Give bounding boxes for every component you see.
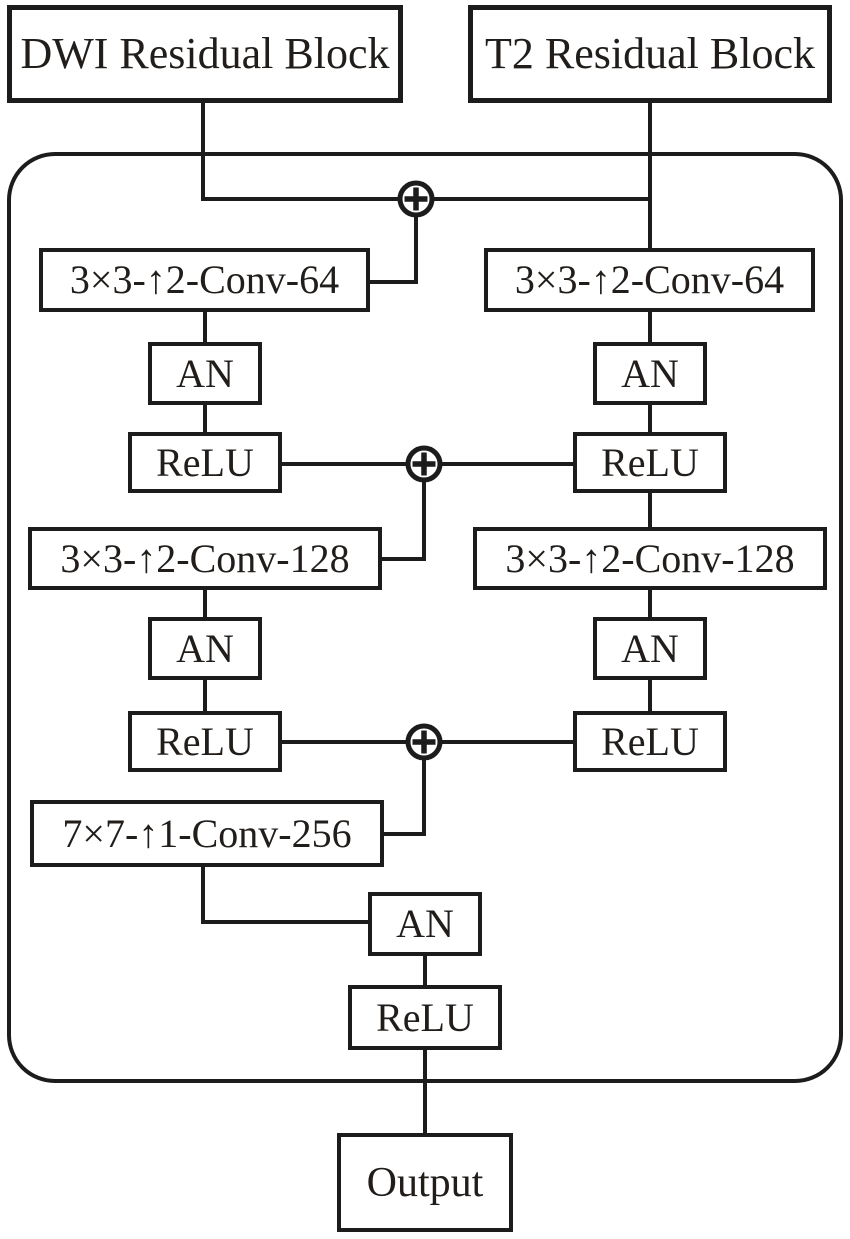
node-relu-final: ReLU: [348, 985, 502, 1050]
edge-sum1-to-conv64-left: [370, 199, 418, 284]
sum-node-icon-1: [397, 180, 435, 218]
node-t2-residual-block: T2 Residual Block: [468, 5, 832, 103]
node-dwi-residual-block: DWI Residual Block: [7, 5, 403, 103]
node-an-left-1: AN: [148, 342, 262, 405]
edge-sum2-to-conv128-left: [382, 464, 426, 561]
node-an-left-2: AN: [148, 617, 262, 680]
node-conv256: 7×7-↑1-Conv-256: [30, 800, 384, 867]
node-an-right-2: AN: [593, 617, 707, 680]
node-conv64-right: 3×3-↑2-Conv-64: [484, 248, 815, 312]
node-relu-left-1: ReLU: [128, 432, 282, 493]
node-output: Output: [337, 1133, 513, 1232]
node-an-right-1: AN: [593, 342, 707, 405]
node-relu-right-2: ReLU: [573, 711, 727, 772]
node-relu-left-2: ReLU: [128, 711, 282, 772]
node-conv128-left: 3×3-↑2-Conv-128: [28, 527, 382, 590]
edge-sum3-to-conv256: [384, 742, 426, 836]
node-an-final: AN: [368, 892, 482, 956]
sum-node-icon-3: [405, 723, 443, 761]
node-conv64-left: 3×3-↑2-Conv-64: [39, 248, 370, 312]
edge-conv256-to-an-final: [201, 865, 370, 924]
node-relu-right-1: ReLU: [573, 432, 727, 493]
node-conv128-right: 3×3-↑2-Conv-128: [473, 527, 827, 590]
sum-node-icon-2: [405, 445, 443, 483]
